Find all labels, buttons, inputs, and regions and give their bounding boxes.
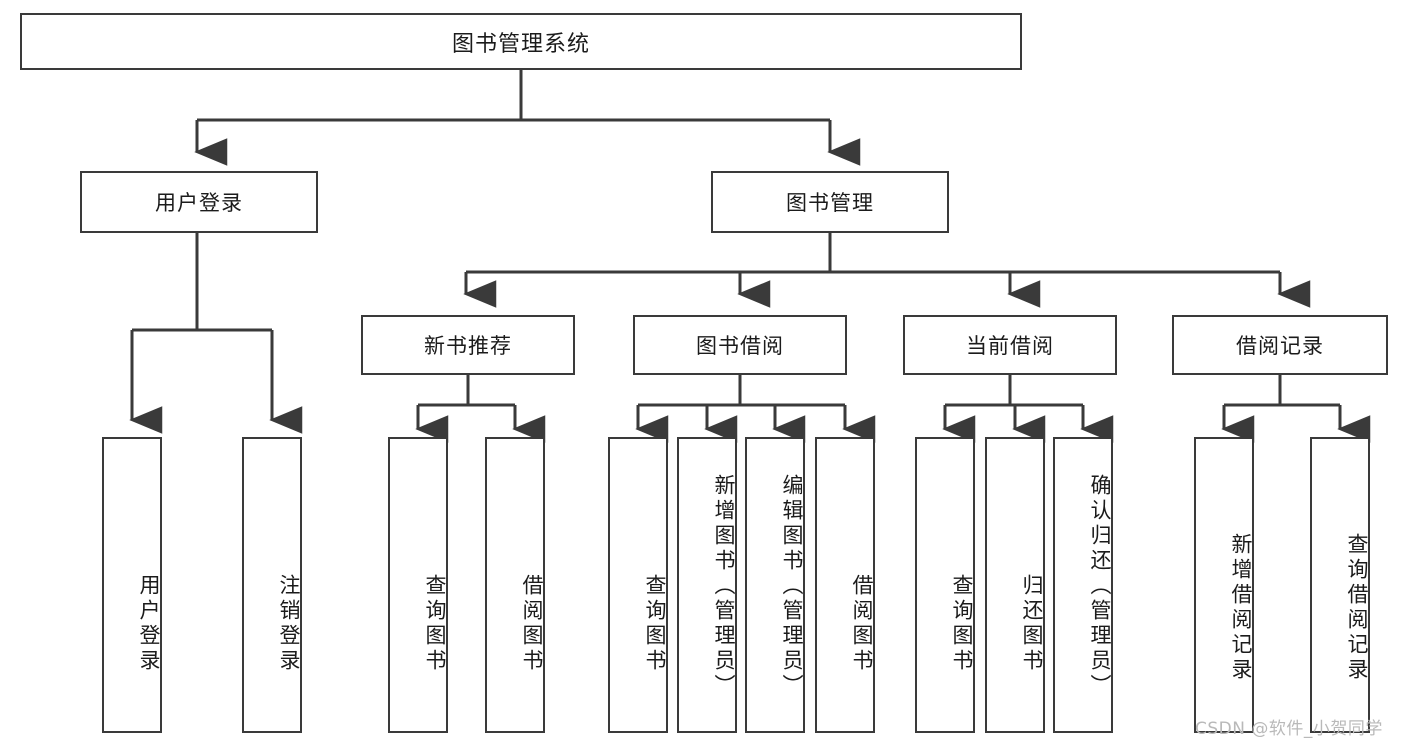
leaf-borrow-edit-book-admin[interactable]: 编辑图书（管理员） [745, 437, 805, 733]
node-label: 查询图书 [643, 574, 667, 674]
node-book-management-system[interactable]: 图书管理系统 [20, 13, 1022, 70]
node-label: 用户登录 [155, 191, 243, 215]
node-label: 确认归还（管理员） [1088, 473, 1112, 699]
node-label: 归还图书 [1020, 574, 1044, 674]
node-label: 借阅图书 [850, 574, 874, 674]
node-book-borrow[interactable]: 图书借阅 [633, 315, 847, 375]
node-label: 查询借阅记录 [1345, 533, 1369, 683]
leaf-recommend-query-book[interactable]: 查询图书 [388, 437, 448, 733]
leaf-records-add-record[interactable]: 新增借阅记录 [1194, 437, 1254, 733]
node-label: 借阅记录 [1236, 334, 1324, 358]
leaf-records-query-record[interactable]: 查询借阅记录 [1310, 437, 1370, 733]
node-label: 图书管理系统 [451, 31, 590, 57]
leaf-borrow-borrow-book[interactable]: 借阅图书 [815, 437, 875, 733]
node-label: 查询图书 [950, 574, 974, 674]
csdn-watermark: CSDN @软件_小贺同学 [1195, 719, 1383, 739]
leaf-current-confirm-return-admin[interactable]: 确认归还（管理员） [1053, 437, 1113, 733]
node-new-book-recommend[interactable]: 新书推荐 [361, 315, 575, 375]
leaf-current-query-book[interactable]: 查询图书 [915, 437, 975, 733]
node-user-login[interactable]: 用户登录 [80, 171, 318, 233]
node-label: 新增借阅记录 [1229, 533, 1253, 683]
node-label: 注销登录 [277, 574, 301, 674]
leaf-user-login-signout[interactable]: 注销登录 [242, 437, 302, 733]
node-book-management[interactable]: 图书管理 [711, 171, 949, 233]
node-label: 编辑图书（管理员） [780, 473, 804, 699]
node-label: 查询图书 [423, 574, 447, 674]
node-label: 新书推荐 [424, 334, 512, 358]
node-borrow-records[interactable]: 借阅记录 [1172, 315, 1388, 375]
leaf-user-login-signin[interactable]: 用户登录 [102, 437, 162, 733]
leaf-current-return-book[interactable]: 归还图书 [985, 437, 1045, 733]
leaf-borrow-add-book-admin[interactable]: 新增图书（管理员） [677, 437, 737, 733]
node-label: 图书借阅 [696, 334, 784, 358]
node-current-borrow[interactable]: 当前借阅 [903, 315, 1117, 375]
node-label: 用户登录 [137, 574, 161, 674]
node-label: 新增图书（管理员） [712, 473, 736, 699]
node-label: 图书管理 [786, 191, 874, 215]
node-label: 当前借阅 [966, 334, 1054, 358]
leaf-recommend-borrow-book[interactable]: 借阅图书 [485, 437, 545, 733]
leaf-borrow-query-book[interactable]: 查询图书 [608, 437, 668, 733]
node-label: 借阅图书 [520, 574, 544, 674]
